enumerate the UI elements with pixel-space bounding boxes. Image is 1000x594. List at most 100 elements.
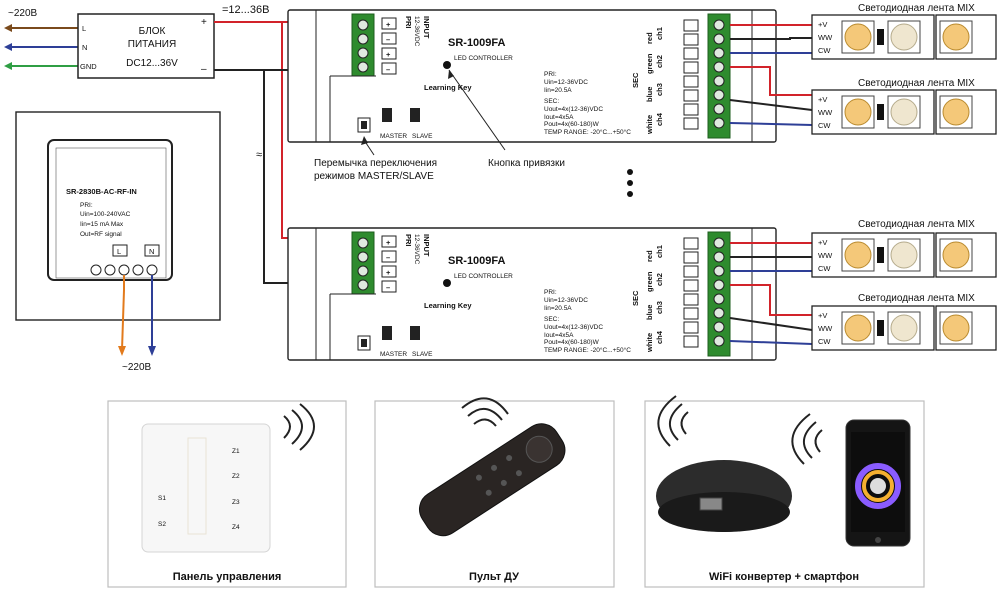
jumper-callout-line2: режимов MASTER/SLAVE xyxy=(314,171,434,182)
psu-output-voltage: =12...36В xyxy=(222,4,269,16)
svg-text:Z4: Z4 xyxy=(232,524,240,531)
spec-sec: SEC: xyxy=(544,316,559,323)
rf-term-l: L xyxy=(117,247,121,256)
strip-pin: CW xyxy=(818,264,831,273)
channel-id: ch2 xyxy=(655,273,664,286)
slave-label: SLAVE xyxy=(412,351,433,358)
strip-pin: +V xyxy=(818,20,827,29)
psu-title-line2: ПИТАНИЯ xyxy=(128,39,176,50)
channel-color: green xyxy=(645,271,654,292)
spec-iout: Iout=4x5A xyxy=(544,332,574,339)
button-callout: Кнопка привязки xyxy=(488,158,565,169)
continuation-dots xyxy=(627,169,633,197)
spec-pout: Pout=4x(60-180)W xyxy=(544,121,600,128)
spec-pri: PRI: xyxy=(544,71,557,78)
channel-color: red xyxy=(645,32,654,44)
spec-iout: Iout=4x5A xyxy=(544,114,574,121)
svg-text:S2: S2 xyxy=(158,521,166,528)
jumper-callout-line1: Перемычка переключения xyxy=(314,158,437,169)
strip-pin: +V xyxy=(818,238,827,247)
led-strip-1: +V WW CW xyxy=(811,14,997,60)
device-wall-panel: Z1 Z2 Z3 Z4 S1 S2 Панель управления xyxy=(107,400,347,588)
pri-label: PRI xyxy=(404,16,413,29)
strip-pin: +V xyxy=(818,95,827,104)
input-label: INPUT xyxy=(422,16,431,39)
strip-pin: CW xyxy=(818,121,831,130)
callouts: Перемычка переключения режимов MASTER/SL… xyxy=(314,69,565,182)
strip-pin: CW xyxy=(818,337,831,346)
strip-pin: WW xyxy=(818,108,833,117)
channel-color: blue xyxy=(645,87,654,102)
channel-color: white xyxy=(645,333,654,353)
learning-key-label: Learning Key xyxy=(424,83,472,92)
rf-uin: Uin=100-240VAC xyxy=(80,211,131,218)
channel-id: ch1 xyxy=(655,27,664,40)
psu-plus: + xyxy=(201,17,207,28)
input-voltage: 12-36VDC xyxy=(413,234,420,265)
caption-wall-panel: Панель управления xyxy=(173,571,282,583)
strip-title: Светодиодная лента MIX xyxy=(858,78,975,89)
controller-model: SR-1009FA xyxy=(448,37,506,49)
rf-mains-wires xyxy=(118,275,156,356)
rf-model: SR-2830B-AC-RF-IN xyxy=(66,187,137,196)
psu-rating: DC12...36V xyxy=(126,58,178,69)
channel-color: white xyxy=(645,115,654,135)
rf-control-panel: SR-2830B-AC-RF-IN PRI: Uin=100-240VAC Ii… xyxy=(15,111,221,321)
pin-plus: + xyxy=(386,50,391,59)
sec-label: SEC xyxy=(631,290,640,306)
svg-text:Z3: Z3 xyxy=(232,499,240,506)
strip-title: Светодиодная лента MIX xyxy=(858,293,975,304)
device-wifi-converter: WiFi конвертер + смартфон xyxy=(644,395,925,588)
led-strip-3: +V WW CW xyxy=(811,232,997,278)
channel-id: ch3 xyxy=(655,301,664,314)
zone-labels: Z1 Z2 Z3 Z4 S1 S2 xyxy=(158,448,240,531)
mains-input-label: ~220В xyxy=(8,8,38,19)
rf-pri: PRI: xyxy=(80,202,93,209)
pin-plus: + xyxy=(386,238,391,247)
svg-text:Z2: Z2 xyxy=(232,473,240,480)
strip-pin: CW xyxy=(818,46,831,55)
spec-temp: TEMP RANGE: -20°C...+50°C xyxy=(544,128,631,136)
channel-color: red xyxy=(645,250,654,262)
pin-minus: – xyxy=(386,65,390,74)
learning-key-label: Learning Key xyxy=(424,301,472,310)
controller-subtitle: LED CONTROLLER xyxy=(454,55,513,62)
pin-minus: – xyxy=(386,35,390,44)
input-label: INPUT xyxy=(422,234,431,257)
psu-minus: – xyxy=(201,64,207,75)
caption-remote: Пульт ДУ xyxy=(469,571,519,583)
controller-model: SR-1009FA xyxy=(448,255,506,267)
channel-id: ch4 xyxy=(655,330,664,344)
strip-pin: WW xyxy=(818,251,833,260)
channel-id: ch3 xyxy=(655,83,664,96)
slave-label: SLAVE xyxy=(412,133,433,140)
led-strip-4: +V WW CW xyxy=(811,305,997,351)
output-wires xyxy=(729,24,813,345)
strip-pin: +V xyxy=(818,311,827,320)
controller-subtitle: LED CONTROLLER xyxy=(454,273,513,280)
spec-temp: TEMP RANGE: -20°C...+50°C xyxy=(544,346,631,354)
spec-iin: Iin=20.5A xyxy=(544,87,572,94)
strip-pin: WW xyxy=(818,324,833,333)
pin-minus: – xyxy=(386,283,390,292)
strip-title: Светодиодная лента MIX xyxy=(858,3,975,14)
channel-id: ch2 xyxy=(655,55,664,68)
channel-id: ch1 xyxy=(655,245,664,258)
power-supply: L N GND БЛОК ПИТАНИЯ DC12...36V + – xyxy=(77,13,215,79)
pin-plus: + xyxy=(386,20,391,29)
master-label: MASTER xyxy=(380,133,407,140)
spec-iin: Iin=20.5A xyxy=(544,305,572,312)
spec-uin: Uin=12-36VDC xyxy=(544,79,588,86)
rf-term-n: N xyxy=(149,247,154,256)
master-label: MASTER xyxy=(380,351,407,358)
terminal-l: L xyxy=(82,24,86,33)
psu-title-line1: БЛОК xyxy=(139,26,166,37)
spec-pout: Pout=4x(60-180)W xyxy=(544,339,600,346)
mains-input: ~220В xyxy=(4,8,78,70)
spec-sec: SEC: xyxy=(544,98,559,105)
led-strip-2: +V WW CW xyxy=(811,89,997,135)
pri-label: PRI xyxy=(404,234,413,247)
spec-uout: Uout=4x(12-36)VDC xyxy=(544,324,603,331)
controller-2: + – + – INPUT 12-36VDC PRI SR-1009FA LED… xyxy=(287,227,777,361)
